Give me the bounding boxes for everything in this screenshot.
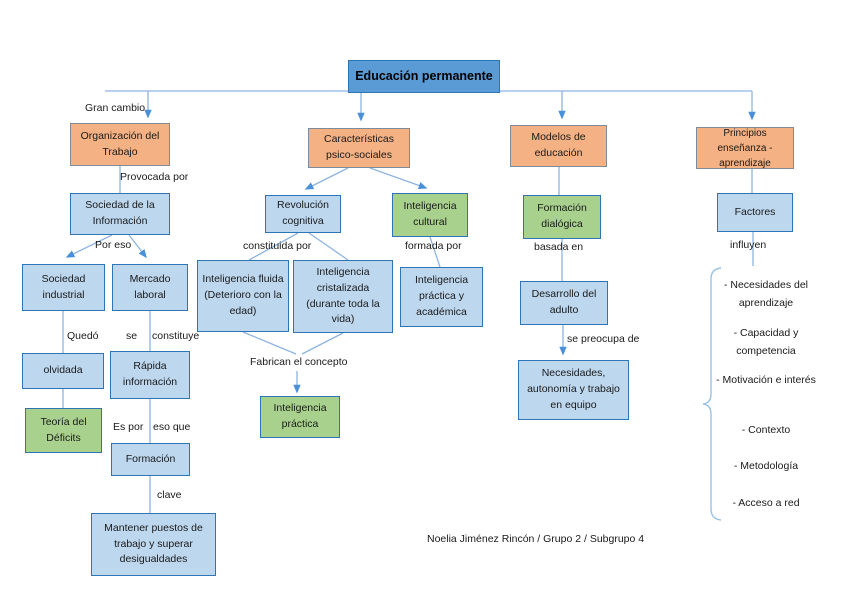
edge-label-fabrican-concepto: Fabrican el concepto bbox=[250, 356, 348, 368]
node-inteligencia-cristalizada: Inteligencia cristalizada (durante toda … bbox=[293, 260, 393, 333]
node-sociedad-informacion: Sociedad de la Información bbox=[70, 193, 170, 235]
edge-label-influyen: influyen bbox=[730, 239, 767, 251]
node-principios-ensenanza-aprendizaje: Principios enseñanza - aprendizaje bbox=[696, 127, 794, 169]
node-factores: Factores bbox=[717, 193, 793, 232]
arrow-to-revolucion bbox=[304, 167, 349, 190]
edge-label-constituida-por: constituida por bbox=[243, 240, 312, 252]
node-desarrollo-adulto: Desarrollo del adulto bbox=[520, 281, 608, 325]
node-modelos-educacion: Modelos de educación bbox=[510, 125, 607, 167]
edge-label-constituye: constituye bbox=[152, 330, 200, 342]
factor-item-necesidades: - Necesidades del aprendizaje bbox=[723, 279, 809, 310]
edge-label-gran-cambio: Gran cambio bbox=[85, 102, 146, 114]
node-inteligencia-practica: Inteligencia práctica bbox=[260, 396, 340, 438]
factor-item-metodologia: - Metodología bbox=[733, 460, 799, 472]
edge-label-por-eso: Por eso bbox=[95, 239, 132, 251]
edge-label-clave: clave bbox=[157, 489, 182, 501]
node-mercado-laboral: Mercado laboral bbox=[112, 264, 188, 311]
node-olvidada: olvidada bbox=[22, 353, 104, 389]
factor-item-capacidad: - Capacidad y competencia bbox=[733, 327, 799, 358]
factor-item-contexto: - Contexto bbox=[741, 424, 791, 436]
node-educacion-permanente: Educación permanente bbox=[348, 60, 500, 93]
node-teoria-deficits: Teoría del Déficits bbox=[25, 408, 102, 453]
factor-item-acceso-red: - Acceso a red bbox=[732, 497, 800, 509]
line-cristalizada-concepto bbox=[301, 332, 344, 355]
attribution-text: Noelia Jiménez Rincón / Grupo 2 / Subgru… bbox=[427, 533, 645, 545]
edge-label-provocada-por: Provocada por bbox=[120, 171, 189, 183]
edge-label-eso-que: eso que bbox=[153, 421, 191, 433]
line-to-intel-fluida bbox=[248, 232, 299, 261]
node-formacion-dialogica: Formación dialógica bbox=[523, 195, 601, 239]
brace-bracket bbox=[702, 267, 722, 521]
edge-label-se-preocupa: se preocupa de bbox=[567, 333, 640, 345]
arrow-to-intel-cultural bbox=[369, 167, 428, 190]
node-mantener-puestos: Mantener puestos de trabajo y superar de… bbox=[91, 513, 216, 576]
edge-label-basada-en: basada en bbox=[534, 241, 584, 253]
arrow-to-sociedad-industrial bbox=[65, 234, 113, 258]
node-inteligencia-cultural: Inteligencia cultural bbox=[392, 193, 468, 237]
edge-label-quedo: Quedó bbox=[67, 330, 99, 342]
node-caracteristicas-psico-sociales: Características psico-sociales bbox=[308, 128, 410, 168]
node-necesidades-autonomia: Necesidades, autonomía y trabajo en equi… bbox=[518, 360, 629, 420]
node-organizacion-trabajo: Organización del Trabajo bbox=[70, 123, 170, 166]
line-to-intel-practica-academica bbox=[429, 236, 441, 268]
node-rapida-informacion: Rápida información bbox=[110, 351, 190, 399]
edge-label-formada-por: formada por bbox=[405, 240, 462, 252]
node-sociedad-industrial: Sociedad industrial bbox=[22, 264, 105, 311]
node-inteligencia-fluida: Inteligencia fluida (Deterioro con la ed… bbox=[197, 260, 289, 332]
line-to-intel-cristalizada bbox=[308, 232, 349, 261]
node-revolucion-cognitiva: Revolución cognitiva bbox=[265, 195, 341, 233]
node-formacion: Formación bbox=[111, 443, 190, 476]
line-fluida-concepto bbox=[242, 331, 297, 355]
edge-label-se: se bbox=[126, 330, 138, 342]
factor-item-motivacion: - Motivación e interés bbox=[716, 374, 816, 386]
arrow-to-mercado-laboral bbox=[128, 234, 147, 259]
edge-label-es-por: Es por bbox=[113, 421, 144, 433]
node-inteligencia-practica-academica: Inteligencia práctica y académica bbox=[400, 267, 483, 327]
